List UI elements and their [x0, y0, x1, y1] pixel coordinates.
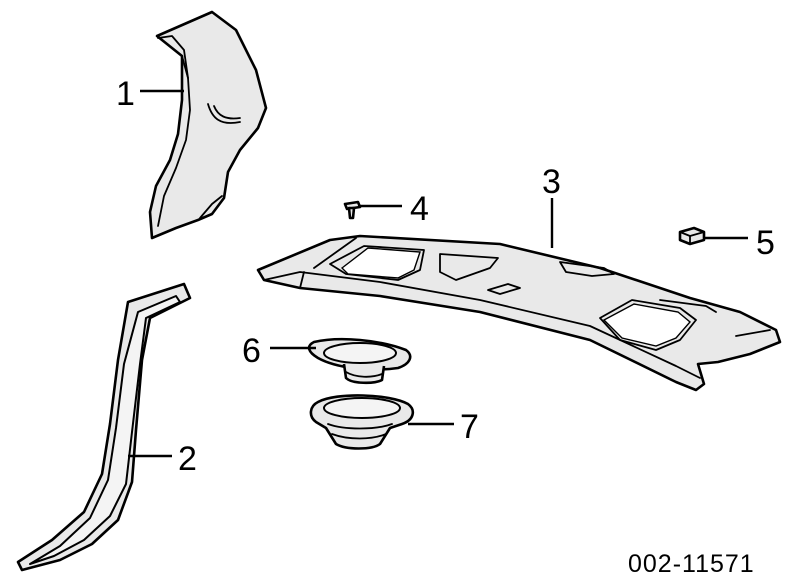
callout-4: 4	[410, 190, 429, 228]
part-3-package-tray	[256, 234, 782, 392]
part-4-retainer-clip	[343, 200, 362, 220]
part-2-lower-quarter-trim	[16, 282, 192, 572]
callout-numbers: 1 2 3 4 5 6 7	[116, 75, 775, 478]
leader-lines	[128, 89, 748, 458]
callout-3: 3	[542, 163, 561, 201]
callout-6: 6	[242, 332, 261, 370]
callout-7: 7	[460, 408, 479, 446]
callout-5: 5	[756, 224, 775, 262]
reference-code: 002-11571	[628, 550, 755, 578]
callout-1: 1	[116, 75, 135, 113]
callout-2: 2	[178, 440, 197, 478]
part-1-upper-quarter-trim	[148, 10, 268, 240]
part-6-speaker-adapter	[307, 337, 412, 385]
part-7-speaker-baffle	[309, 394, 415, 450]
part-5-bumper-block	[678, 226, 706, 246]
